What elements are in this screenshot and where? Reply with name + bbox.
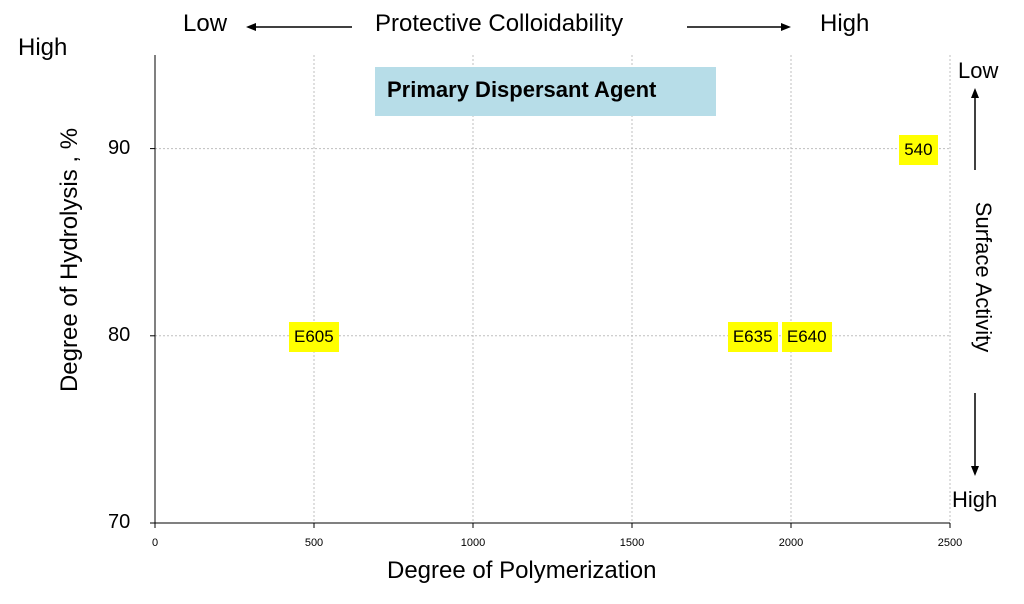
y-tick-label: 80 (108, 323, 131, 346)
tick-marks (150, 148, 951, 528)
y-axis-title: Degree of Hydrolysis , % (56, 127, 83, 393)
x-tick-label: 500 (304, 537, 324, 549)
grid-lines (155, 55, 951, 523)
data-point-label: E635 (727, 321, 778, 352)
right-axis-high: High (952, 487, 998, 512)
arrow-left-head (246, 23, 256, 31)
direction-arrows (246, 23, 979, 476)
x-tick-label: 2000 (778, 537, 804, 549)
top-axis-title: Protective Colloidability (375, 10, 624, 37)
x-tick-label: 2500 (937, 537, 963, 549)
primary-dispersant-banner: Primary Dispersant Agent (375, 67, 716, 116)
data-point-label: E640 (781, 321, 832, 352)
y-tick-label: 90 (108, 136, 131, 159)
top-axis-low: Low (183, 10, 228, 37)
data-point-label: E605 (289, 321, 339, 352)
right-axis-low: Low (958, 58, 999, 83)
y-tick-label: 70 (108, 511, 131, 533)
x-tick-label: 1500 (619, 537, 645, 549)
top-axis-high: High (820, 10, 870, 37)
x-tick-label: 1000 (460, 537, 486, 549)
x-tick-label: 0 (151, 537, 159, 549)
arrow-right-head (781, 23, 791, 31)
top-left-high-label: High (18, 34, 68, 61)
x-axis-title: Degree of Polymerization (387, 557, 657, 584)
arrow-down-head (971, 466, 979, 476)
right-axis-title: Surface Activity (971, 201, 996, 353)
axes (154, 55, 950, 524)
data-point-label: 540 (899, 134, 938, 165)
arrow-up-head (971, 88, 979, 98)
